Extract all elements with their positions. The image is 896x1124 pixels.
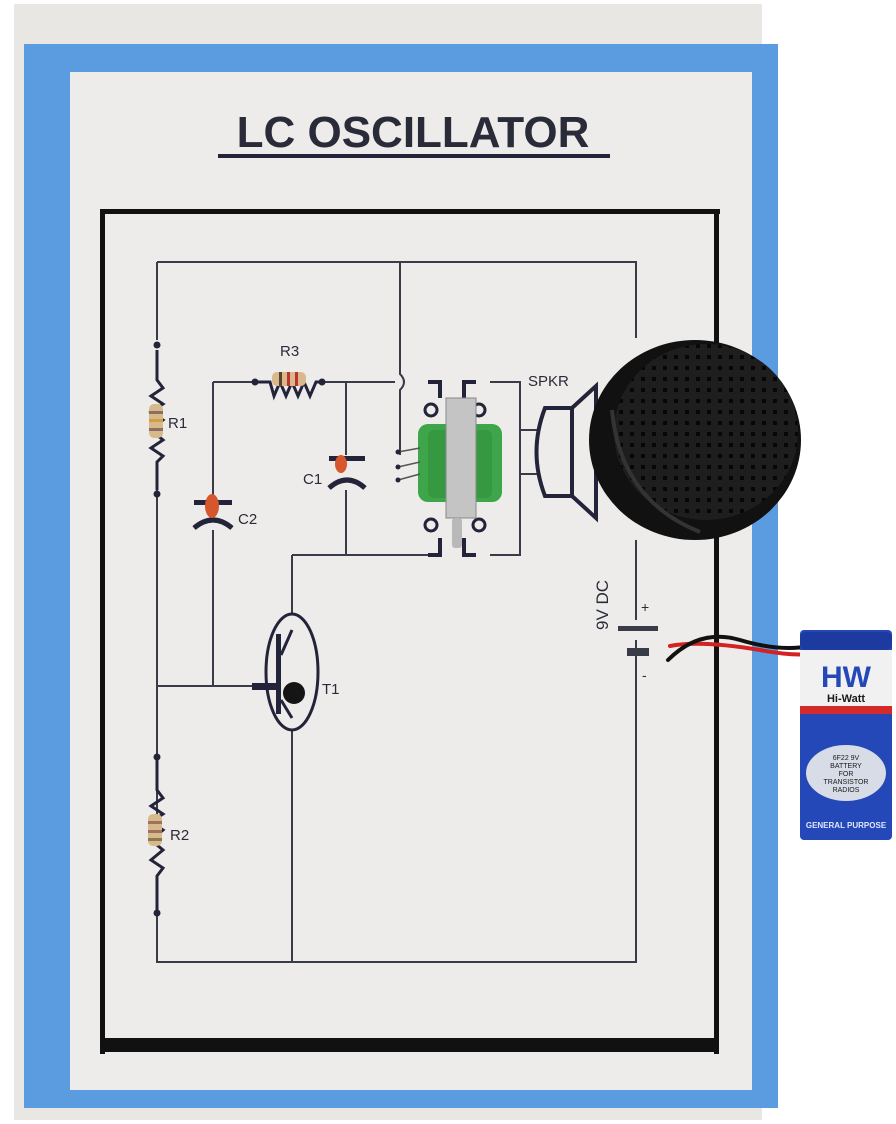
- c1-label: C1: [303, 471, 322, 488]
- minus-label: -: [642, 667, 647, 683]
- battery-symbol: + - 9V DC: [593, 580, 658, 683]
- battery-oval-line-3: FOR: [839, 771, 854, 778]
- battery-leads: [666, 634, 814, 662]
- battery-oval-line-2: BATTERY: [830, 763, 862, 770]
- capacitor-c2: C2: [192, 494, 257, 530]
- transformer: [395, 380, 502, 557]
- circuit-wires: [156, 261, 637, 963]
- t1-label: T1: [322, 681, 340, 698]
- schematic-frame: [100, 209, 720, 1054]
- battery-oval-line-5: RADIOS: [833, 787, 860, 794]
- supply-label: 9V DC: [593, 580, 612, 630]
- poster-board: [14, 4, 778, 1120]
- title-underline: [218, 154, 610, 158]
- c2-label: C2: [238, 511, 257, 528]
- battery-oval-line-1: 6F22 9V: [833, 755, 860, 762]
- transistor-t1: T1: [252, 612, 340, 732]
- battery-footer: GENERAL PURPOSE: [806, 821, 887, 830]
- poster-title: LC OSCILLATOR: [218, 108, 610, 158]
- resistor-r3: R3: [251, 343, 326, 401]
- title-text: LC OSCILLATOR: [237, 108, 590, 157]
- battery-9v: HW Hi-Watt 6F22 9V BATTERY FOR TRANSISTO…: [800, 630, 892, 840]
- capacitor-c1: C1: [303, 455, 367, 490]
- r3-label: R3: [280, 343, 299, 360]
- r2-label: R2: [170, 827, 189, 844]
- battery-oval-line-4: TRANSISTOR: [824, 779, 869, 786]
- speaker-device: [589, 340, 801, 540]
- r1-label: R1: [168, 415, 187, 432]
- plus-label: +: [641, 599, 649, 615]
- resistor-r2: R2: [148, 753, 189, 917]
- speaker-label: SPKR: [528, 373, 569, 390]
- battery-logo: HW: [821, 661, 872, 694]
- battery-brand: Hi-Watt: [827, 693, 865, 705]
- resistor-r1: R1: [148, 341, 187, 498]
